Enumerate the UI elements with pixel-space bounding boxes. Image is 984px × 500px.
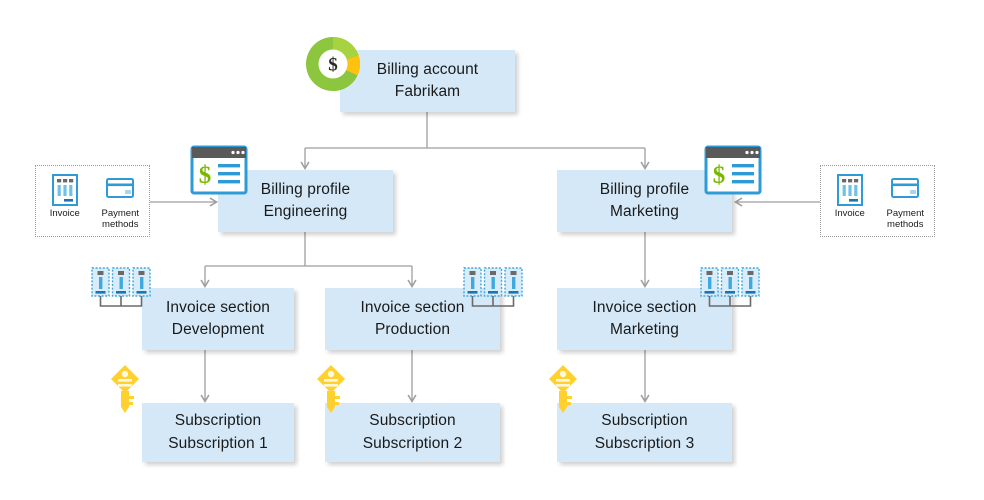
payment-methods-artifact-left[interactable]: Payment methods: [98, 174, 144, 231]
subscription-key-icon: [108, 363, 142, 421]
node-billing-account[interactable]: Billing account Fabrikam: [340, 50, 515, 112]
billing-profile-window-icon: $: [190, 145, 248, 195]
node-subscription-3[interactable]: Subscription Subscription 3: [557, 403, 732, 462]
node-invoice-section-marketing-line1: Invoice section: [592, 298, 697, 316]
invoice-section-stack-icon: [699, 266, 767, 316]
node-subscription-2[interactable]: Subscription Subscription 2: [325, 403, 500, 462]
node-billing-account-line2: Fabrikam: [394, 83, 461, 100]
payment-methods-artifact-right-label-line1: Payment: [886, 208, 925, 219]
subscription-key-icon: [546, 363, 580, 421]
node-invoice-section-marketing-line2: Marketing: [610, 321, 679, 338]
node-invoice-section-production[interactable]: Invoice section Production: [325, 288, 500, 350]
node-subscription-1-line2: Subscription 1: [168, 434, 268, 452]
node-invoice-section-marketing[interactable]: Invoice section Marketing: [557, 288, 732, 350]
node-billing-account-line1: Billing account: [376, 60, 479, 78]
node-subscription-2-line2: Subscription 2: [362, 434, 463, 452]
node-subscription-3-line1: Subscription: [601, 412, 688, 430]
node-invoice-section-production-line2: Production: [374, 321, 451, 338]
node-invoice-section-development-line2: Development: [171, 321, 265, 338]
payment-methods-artifact-left-label-line1: Payment: [101, 208, 140, 219]
node-billing-profile-engineering-line1: Billing profile: [260, 180, 351, 198]
node-billing-profile-marketing[interactable]: Billing profile Marketing: [557, 170, 732, 232]
node-subscription-2-line1: Subscription: [369, 412, 456, 430]
node-billing-profile-engineering[interactable]: Billing profile Engineering: [218, 170, 393, 232]
node-subscription-1[interactable]: Subscription Subscription 1: [142, 403, 294, 462]
invoice-artifact-left-label: Invoice: [49, 208, 80, 219]
credit-card-icon: [891, 178, 920, 198]
invoice-artifact-right-label: Invoice: [834, 208, 865, 219]
invoice-document-icon: [51, 174, 78, 206]
payment-methods-artifact-right[interactable]: Payment methods: [883, 174, 929, 231]
payment-methods-artifact-left-label-line2: methods: [102, 218, 139, 230]
svg-text:$: $: [199, 162, 212, 189]
node-invoice-section-development[interactable]: Invoice section Development: [142, 288, 294, 350]
billing-artifacts-group-right: Invoice Payment methods: [820, 165, 935, 237]
billing-profile-window-icon: $: [704, 145, 762, 195]
node-subscription-3-line2: Subscription 3: [594, 434, 695, 452]
node-invoice-section-production-line1: Invoice section: [360, 298, 465, 316]
node-billing-profile-marketing-line2: Marketing: [610, 203, 679, 220]
node-subscription-1-line1: Subscription: [174, 412, 262, 430]
billing-account-donut-icon: $: [302, 33, 364, 95]
credit-card-icon: [106, 178, 135, 198]
invoice-section-stack-icon: [90, 266, 158, 316]
billing-artifacts-group-left: Invoice Payment methods: [35, 165, 150, 237]
invoice-document-icon: [836, 174, 863, 206]
invoice-artifact-right[interactable]: Invoice: [827, 174, 873, 220]
svg-text:$: $: [328, 55, 338, 76]
node-invoice-section-development-line1: Invoice section: [165, 298, 271, 316]
svg-text:$: $: [713, 162, 726, 189]
invoice-section-stack-icon: [462, 266, 530, 316]
node-billing-profile-engineering-line2: Engineering: [263, 203, 348, 220]
invoice-artifact-left[interactable]: Invoice: [42, 174, 88, 220]
node-billing-profile-marketing-line1: Billing profile: [599, 180, 690, 198]
payment-methods-artifact-right-label-line2: methods: [887, 218, 924, 230]
subscription-key-icon: [314, 363, 348, 421]
